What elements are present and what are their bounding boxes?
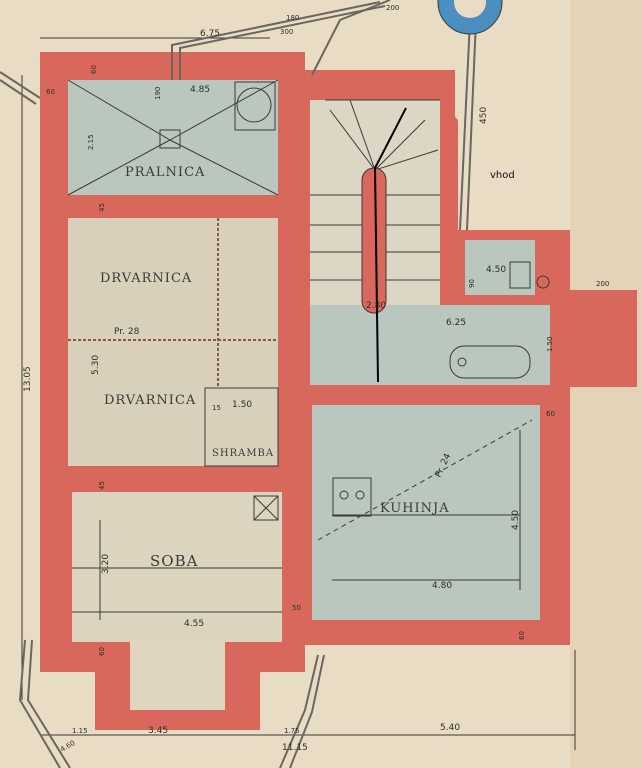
dim-bot-345: 3.45 bbox=[148, 726, 168, 736]
dim-left-1305: 13.05 bbox=[23, 366, 33, 392]
room-label-kuhinja: KUHINJA bbox=[380, 501, 450, 516]
dim-shr-150: 1.50 bbox=[232, 400, 252, 410]
room-label-drvarnica-1: DRVARNICA bbox=[100, 271, 192, 286]
stair-arrow-line bbox=[374, 107, 407, 169]
dim-soba-320: 3.20 bbox=[101, 554, 111, 574]
well-core bbox=[454, 0, 486, 18]
dim-pral-60: 60 bbox=[46, 88, 55, 96]
dim-soba-60: 60 bbox=[98, 647, 106, 656]
dim-ent-90: 90 bbox=[468, 279, 476, 288]
room-label-drvarnica-2: DRVARNICA bbox=[104, 393, 196, 408]
dim-ent-200: 200 bbox=[596, 280, 609, 288]
drvarnica-1-floor bbox=[68, 218, 278, 340]
dim-top-300: 300 bbox=[280, 28, 293, 36]
vestibule-floor bbox=[465, 240, 535, 295]
dim-ent-450b: 4.50 bbox=[486, 265, 506, 275]
room-label-shramba: SHRAMBA bbox=[212, 448, 274, 459]
dim-pral-485: 4.85 bbox=[190, 85, 210, 95]
soba-floor bbox=[72, 492, 282, 642]
dim-pral-45: 45 bbox=[98, 203, 106, 212]
dim-door-625: 6.25 bbox=[446, 318, 466, 328]
dim-drv-530: 5.30 bbox=[91, 355, 101, 375]
dim-kuh-60: 60 bbox=[518, 631, 526, 640]
entrance-label: vhod bbox=[490, 170, 515, 181]
dim-pr28: Pr. 28 bbox=[114, 327, 140, 337]
drvarnica-2-floor bbox=[68, 340, 278, 466]
room-label-soba: SOBA bbox=[150, 552, 198, 570]
bay-floor bbox=[130, 640, 225, 710]
dim-pral-215: 2.15 bbox=[87, 134, 95, 150]
dim-bot-175: 1.75 bbox=[284, 727, 300, 735]
room-label-pralnica: PRALNICA bbox=[125, 165, 205, 180]
dim-kuh-450: 4.50 bbox=[511, 510, 521, 530]
dim-bot-115: 1.15 bbox=[72, 727, 88, 735]
dim-kuh-480: 4.80 bbox=[432, 581, 452, 591]
dim-bot-540: 5.40 bbox=[440, 723, 460, 733]
dim-door-150: 1.50 bbox=[546, 336, 554, 352]
stair-newel bbox=[361, 167, 387, 314]
dim-ent-450: 450 bbox=[479, 107, 489, 124]
dim-pral-190: 190 bbox=[154, 87, 162, 100]
dim-top-180: 180 bbox=[286, 14, 299, 22]
hall-floor bbox=[310, 305, 550, 385]
dim-top-675: 6.75 bbox=[200, 29, 220, 39]
dim-kuh-50: 50 bbox=[292, 604, 301, 612]
dim-pral-60b: 60 bbox=[90, 65, 98, 74]
dim-drv-45: 45 bbox=[98, 481, 106, 490]
ink-lines bbox=[21, 37, 576, 750]
dim-soba-455: 4.55 bbox=[184, 619, 204, 629]
kuhinja-floor bbox=[312, 405, 540, 620]
dim-bot-1115: 11.15 bbox=[282, 743, 308, 753]
dim-top-200: 200 bbox=[386, 4, 399, 12]
dim-ent-60: 60 bbox=[546, 410, 555, 418]
stair-center-line bbox=[374, 167, 379, 383]
drain-pipes bbox=[0, 0, 477, 768]
dimensions: 6.75 300 180 200 4.85 190 60 60 2.15 45 … bbox=[23, 4, 609, 754]
dim-shr-15: 15 bbox=[212, 404, 221, 412]
dim-stair-280: 2.80 bbox=[366, 301, 386, 311]
